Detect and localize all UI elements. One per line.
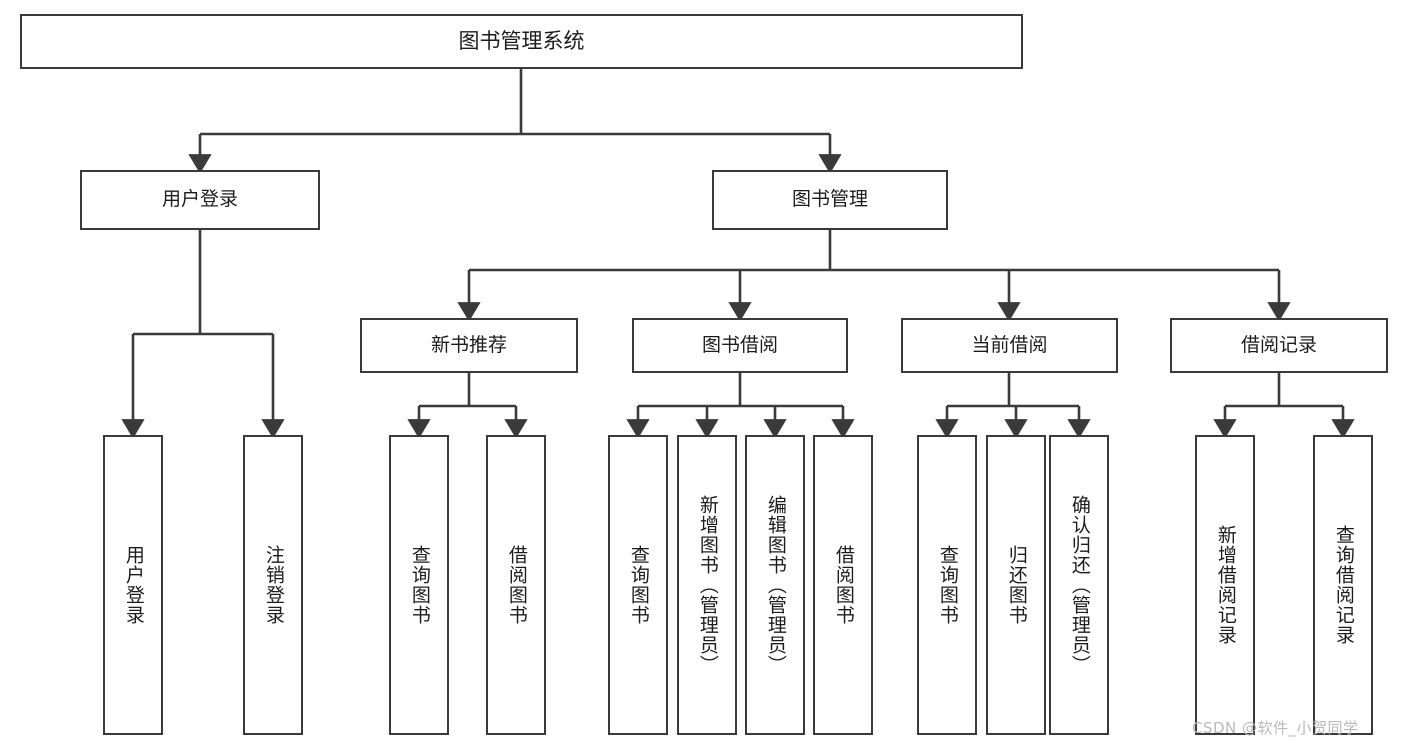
node-book-borrow-label: 图书借阅 (701, 333, 778, 356)
node-leaf-query-book-3[interactable]: 查询图书 (917, 435, 977, 735)
node-leaf-return-book[interactable]: 归还图书 (986, 435, 1046, 735)
node-leaf-add-book-label: 新增图书（管理员） (696, 495, 719, 675)
node-leaf-query-book-3-label: 查询图书 (936, 545, 959, 625)
node-leaf-add-borrow-record-label: 新增借阅记录 (1214, 525, 1237, 645)
node-leaf-user-logout[interactable]: 注销登录 (243, 435, 303, 735)
node-borrow-record-label: 借阅记录 (1240, 333, 1317, 356)
node-current-borrow[interactable]: 当前借阅 (901, 318, 1118, 373)
node-book-manage[interactable]: 图书管理 (712, 170, 948, 230)
node-leaf-add-book[interactable]: 新增图书（管理员） (677, 435, 737, 735)
node-leaf-query-borrow-record[interactable]: 查询借阅记录 (1313, 435, 1373, 735)
node-root-label: 图书管理系统 (458, 29, 585, 54)
node-current-borrow-label: 当前借阅 (971, 333, 1048, 356)
node-leaf-user-login[interactable]: 用户登录 (103, 435, 163, 735)
node-leaf-return-book-label: 归还图书 (1005, 545, 1028, 625)
node-leaf-confirm-return-label: 确认归还（管理员） (1068, 495, 1091, 675)
node-book-manage-label: 图书管理 (791, 188, 868, 211)
node-new-book-recommend[interactable]: 新书推荐 (360, 318, 578, 373)
node-leaf-borrow-book-1[interactable]: 借阅图书 (486, 435, 546, 735)
node-leaf-edit-book-label: 编辑图书（管理员） (764, 495, 787, 675)
node-leaf-query-book-1-label: 查询图书 (408, 545, 431, 625)
node-leaf-borrow-book-1-label: 借阅图书 (505, 545, 528, 625)
node-book-borrow[interactable]: 图书借阅 (632, 318, 848, 373)
node-leaf-query-borrow-record-label: 查询借阅记录 (1332, 525, 1355, 645)
node-leaf-query-book-2-label: 查询图书 (627, 545, 650, 625)
node-leaf-user-logout-label: 注销登录 (262, 545, 285, 625)
node-new-book-recommend-label: 新书推荐 (430, 333, 507, 356)
node-leaf-user-login-label: 用户登录 (122, 545, 145, 625)
node-leaf-borrow-book-2[interactable]: 借阅图书 (813, 435, 873, 735)
node-borrow-record[interactable]: 借阅记录 (1170, 318, 1388, 373)
node-user-login[interactable]: 用户登录 (80, 170, 320, 230)
node-user-login-label: 用户登录 (161, 188, 238, 211)
node-leaf-add-borrow-record[interactable]: 新增借阅记录 (1195, 435, 1255, 735)
node-root[interactable]: 图书管理系统 (20, 14, 1023, 69)
node-leaf-edit-book[interactable]: 编辑图书（管理员） (745, 435, 805, 735)
node-leaf-query-book-2[interactable]: 查询图书 (608, 435, 668, 735)
node-leaf-confirm-return[interactable]: 确认归还（管理员） (1049, 435, 1109, 735)
node-leaf-borrow-book-2-label: 借阅图书 (832, 545, 855, 625)
node-leaf-query-book-1[interactable]: 查询图书 (389, 435, 449, 735)
